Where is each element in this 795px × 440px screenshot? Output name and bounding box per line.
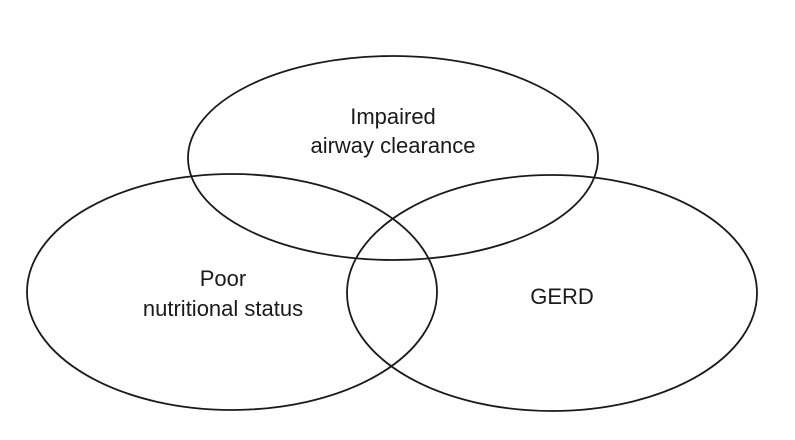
ellipse-nutrition — [26, 173, 438, 411]
label-gerd: GERD — [530, 284, 594, 309]
venn-set-gerd: GERD — [346, 174, 758, 412]
ellipse-gerd — [346, 174, 758, 412]
venn-set-nutrition: Poor nutritional status — [26, 173, 438, 411]
ellipse-airway — [187, 55, 599, 261]
venn-set-airway: Impaired airway clearance — [187, 55, 599, 261]
label-airway-line2: airway clearance — [310, 133, 475, 158]
label-nutrition-line2: nutritional status — [143, 296, 303, 321]
label-nutrition-line1: Poor — [200, 266, 246, 291]
label-airway-line1: Impaired — [350, 104, 436, 129]
